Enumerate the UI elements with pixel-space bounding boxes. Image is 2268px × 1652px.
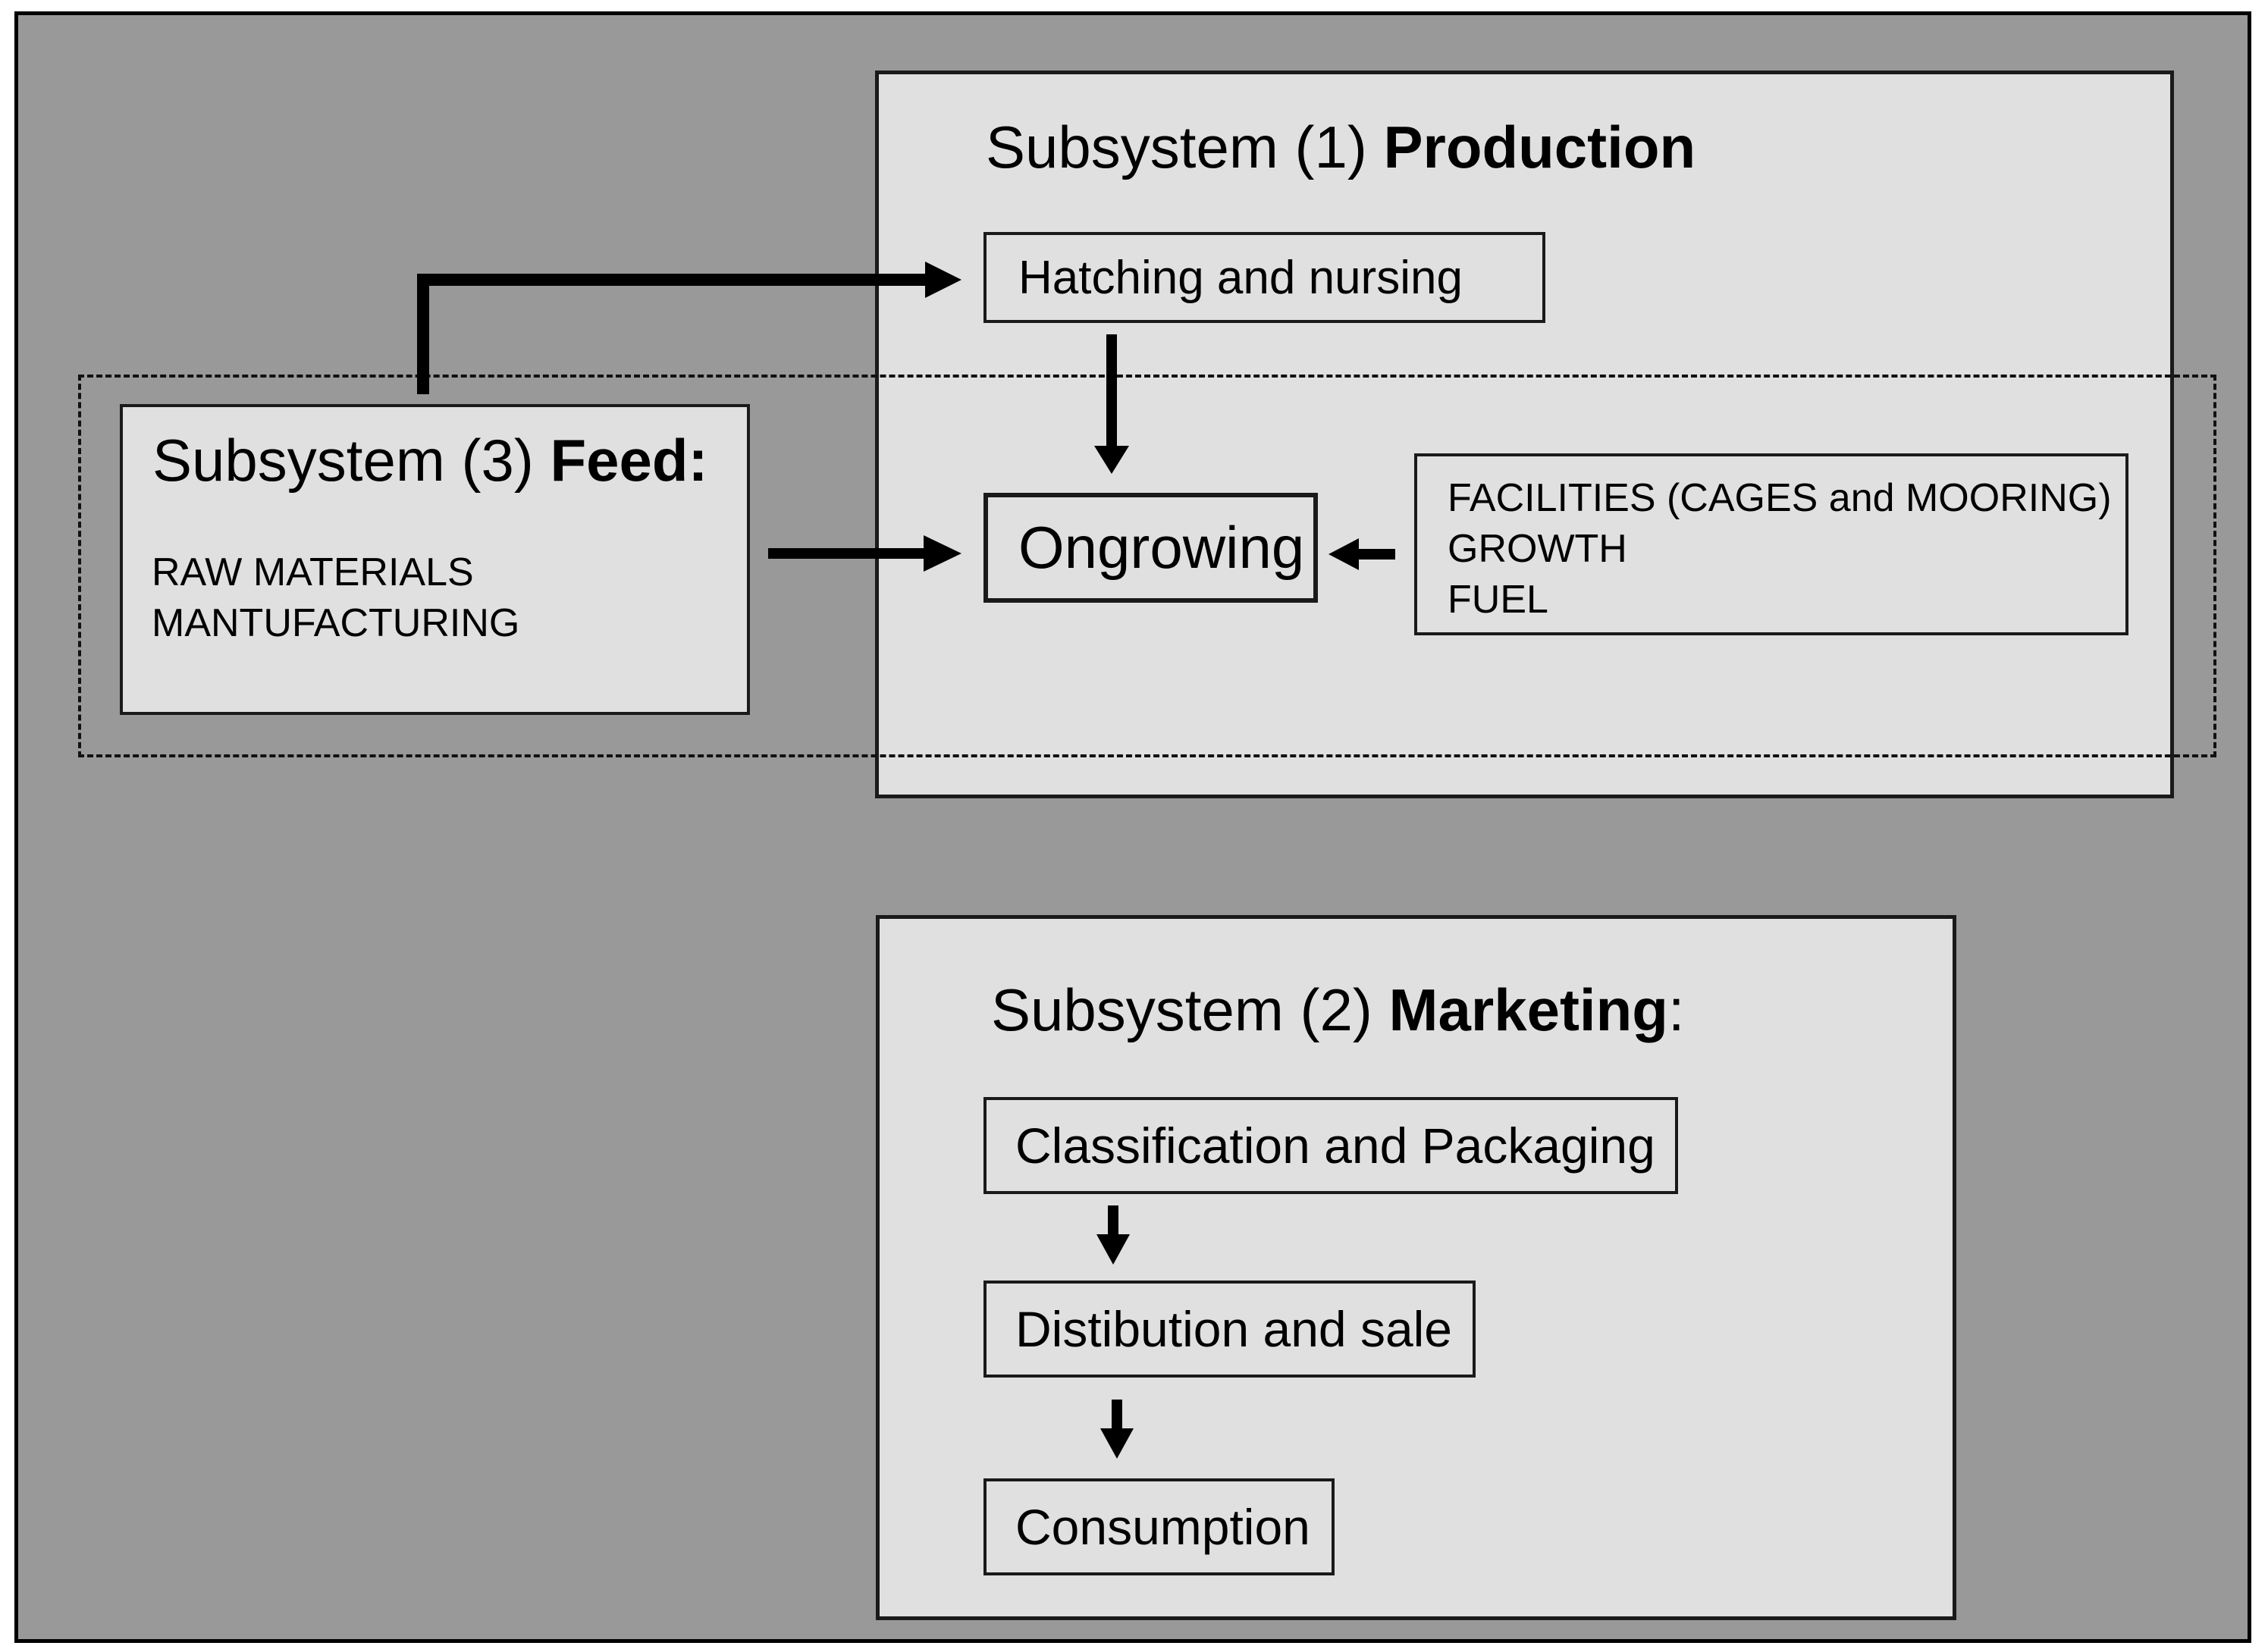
facilities-box: FACILITIES (CAGES and MOORING) GROWTH FU…: [1414, 453, 2128, 635]
classification-label: Classification and Packaging: [1015, 1118, 1655, 1174]
marketing-title: Subsystem (2) Marketing:: [991, 980, 1685, 1039]
marketing-title-bold: Marketing: [1388, 976, 1668, 1043]
feed-title-prefix: Subsystem (3): [152, 427, 551, 494]
distribution-box: Distibution and sale: [983, 1281, 1476, 1378]
hatching-label: Hatching and nursing: [1018, 251, 1463, 304]
distribution-label: Distibution and sale: [1015, 1301, 1453, 1357]
production-title-prefix: Subsystem (1): [986, 114, 1384, 180]
feed-item-manufacturing: MANTUFACTURING: [152, 601, 520, 645]
feed-item-raw-materials: RAW MATERIALS: [152, 550, 474, 594]
hatching-box: Hatching and nursing: [983, 232, 1545, 323]
production-title-bold: Production: [1383, 114, 1696, 180]
feed-title: Subsystem (3) Feed:: [152, 431, 708, 490]
facilities-line-3: FUEL: [1448, 578, 1548, 622]
marketing-title-prefix: Subsystem (2): [991, 976, 1389, 1043]
marketing-title-suffix: :: [1667, 976, 1685, 1043]
production-panel: [875, 71, 2174, 798]
facilities-line-2: GROWTH: [1448, 527, 1627, 571]
consumption-box: Consumption: [983, 1478, 1335, 1575]
ongrowing-box: Ongrowing: [983, 493, 1318, 603]
feed-items: RAW MATERIALS MANTUFACTURING: [152, 547, 519, 649]
feed-title-bold: Feed:: [550, 427, 708, 494]
classification-box: Classification and Packaging: [983, 1097, 1678, 1194]
feed-box: [120, 404, 750, 715]
consumption-label: Consumption: [1015, 1499, 1310, 1555]
ongrowing-label: Ongrowing: [1018, 514, 1305, 581]
facilities-line-1: FACILITIES (CAGES and MOORING): [1448, 476, 2112, 520]
production-title: Subsystem (1) Production: [986, 118, 1696, 177]
